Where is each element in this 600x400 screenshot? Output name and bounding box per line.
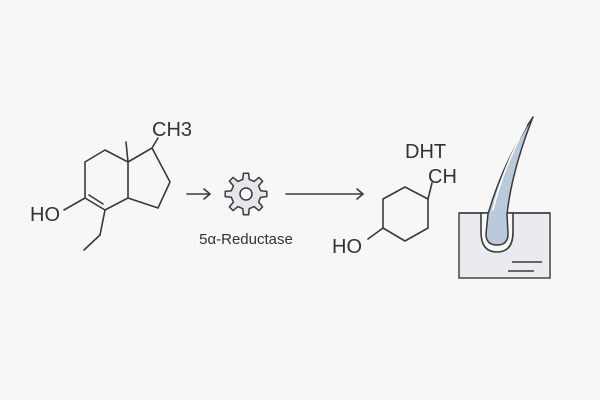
five-membered-ring xyxy=(127,147,171,209)
arrow-long xyxy=(285,188,365,200)
methyl-bond-top xyxy=(151,137,159,149)
dht-ho-label: HO xyxy=(332,236,362,258)
arrow-short xyxy=(186,188,212,200)
ethyl-bond-2 xyxy=(83,234,101,251)
hydroxyl-bond-left xyxy=(63,197,86,211)
testosterone-structure xyxy=(63,137,171,251)
double-bond-line xyxy=(88,194,104,205)
dht-ch-bond xyxy=(427,182,433,200)
left-ch3-label: CH3 xyxy=(152,119,192,141)
dht-ho-bond xyxy=(367,227,384,240)
ethyl-bond-1 xyxy=(99,209,106,236)
dht-label: DHT xyxy=(405,141,446,163)
dht-structure xyxy=(367,182,433,242)
gear-icon xyxy=(224,172,268,216)
enzyme-label: 5α-Reductase xyxy=(199,231,293,248)
hair-highlight xyxy=(492,125,527,211)
hair-follicle-icon xyxy=(458,116,551,279)
left-ho-label: HO xyxy=(30,204,60,226)
six-membered-ring xyxy=(84,149,129,211)
gear-hole xyxy=(239,187,253,201)
dht-ch-label: CH xyxy=(428,166,457,188)
dht-ring xyxy=(382,186,429,242)
methyl-bond-junction xyxy=(125,141,129,163)
